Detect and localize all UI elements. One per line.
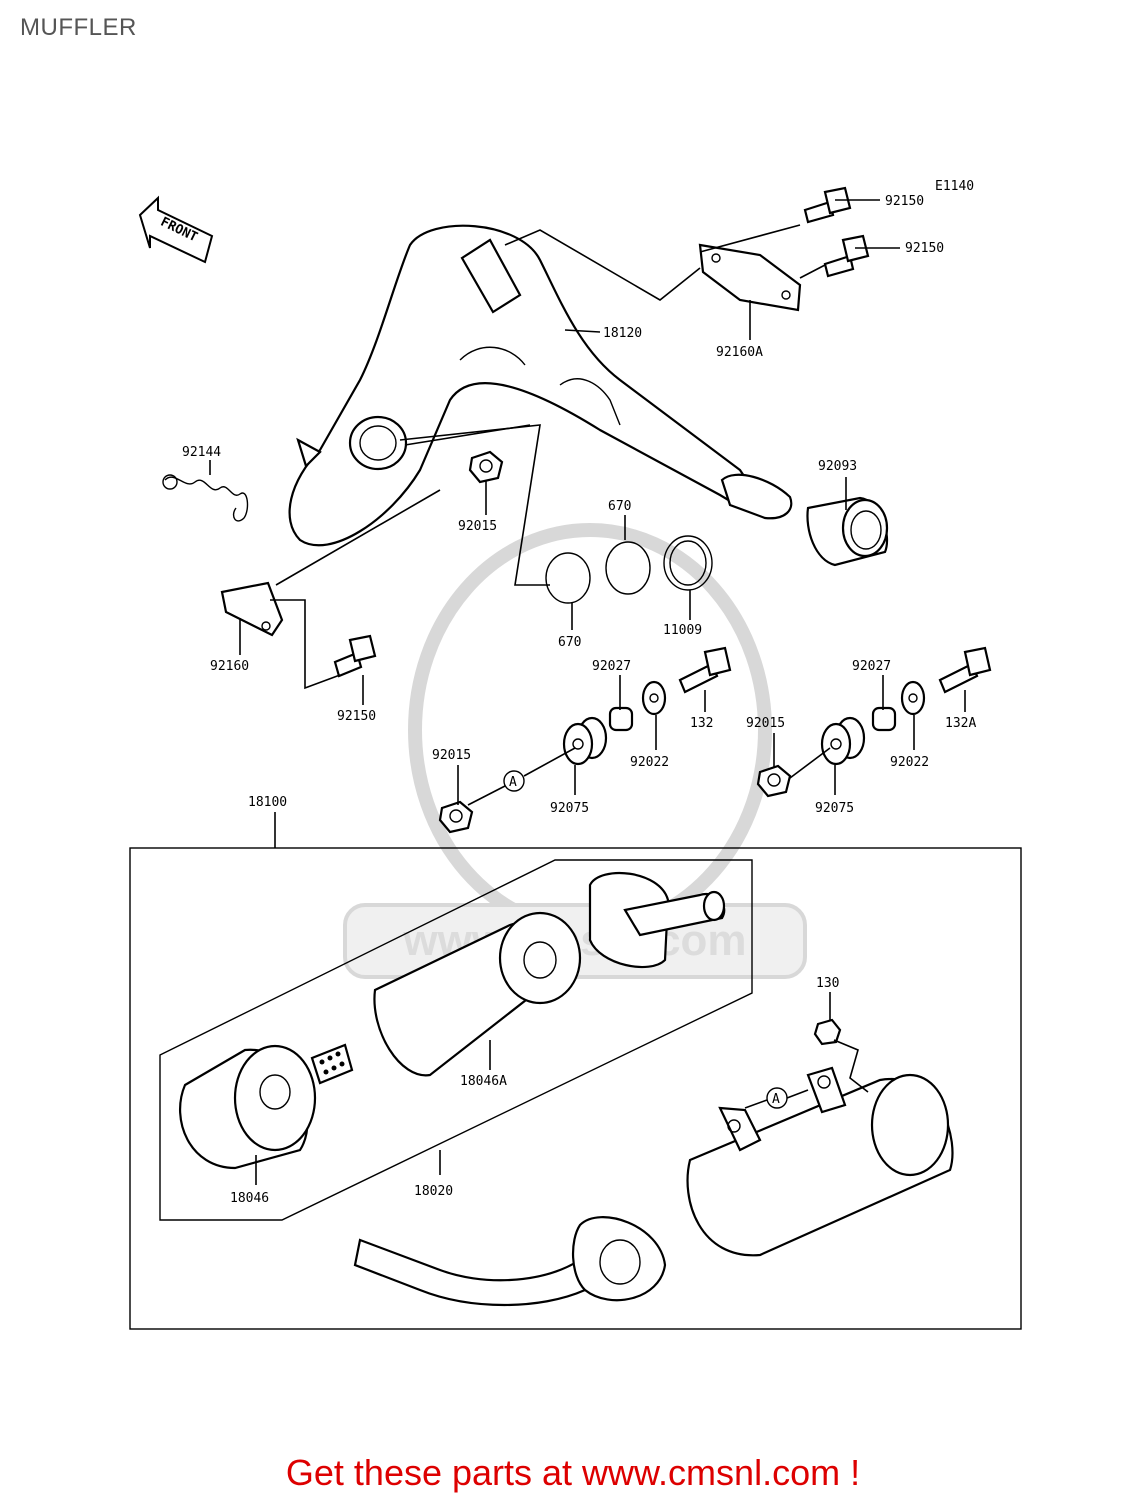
callout-92093: 92093 — [818, 459, 857, 474]
callout-92160A: 92160A — [716, 345, 763, 360]
callout-130: 130 — [816, 976, 839, 991]
reference-marker-a-2: A — [766, 1087, 788, 1109]
callout-92150: 92150 — [337, 709, 376, 724]
callout-92075: 92075 — [815, 801, 854, 816]
sleeve-92093 — [806, 496, 889, 567]
callout-92015: 92015 — [458, 519, 497, 534]
callout-92027: 92027 — [852, 659, 891, 674]
callout-92160: 92160 — [210, 659, 249, 674]
damper-92075-left — [562, 716, 608, 766]
callout-92022: 92022 — [630, 755, 669, 770]
packing-18046 — [179, 1044, 317, 1170]
bolt-92150-top — [803, 186, 852, 224]
nut-92015-left — [438, 800, 474, 834]
perforated-pipe — [310, 1043, 354, 1085]
nut-92015-top — [468, 450, 504, 484]
callout-92022: 92022 — [890, 755, 929, 770]
muffler-parts-diagram: www.cmsnl.com FRONT E1140 — [129, 179, 1022, 1330]
o-ring-670-right — [605, 541, 651, 595]
bolt-92150-middle — [823, 234, 870, 278]
callout-11009: 11009 — [663, 623, 702, 638]
washer-92022-right — [900, 680, 926, 716]
muffler-assembly-box — [129, 847, 1022, 1330]
callout-92015: 92015 — [432, 748, 471, 763]
damper-92075-right — [820, 716, 866, 766]
expansion-chamber — [288, 224, 793, 547]
page-title: MUFFLER — [20, 14, 137, 41]
end-cap — [588, 871, 726, 969]
muffler-body — [686, 1066, 954, 1257]
callout-132: 132 — [690, 716, 713, 731]
nut-92015-right — [756, 764, 792, 798]
callout-92150: 92150 — [885, 194, 924, 209]
collar-92027-left — [608, 706, 634, 732]
callout-132A: 132A — [945, 716, 976, 731]
o-ring-670-left — [545, 552, 591, 604]
collar-92027-right — [871, 706, 897, 732]
callout-92027: 92027 — [592, 659, 631, 674]
svg-text:A: A — [509, 775, 517, 790]
diagram-code: E1140 — [935, 179, 974, 194]
bracket-92160A — [698, 243, 802, 312]
bracket-92160 — [220, 581, 284, 637]
internal-parts-outline — [159, 859, 753, 1221]
reference-marker-a-1: A — [503, 770, 525, 792]
callout-92150: 92150 — [905, 241, 944, 256]
callout-92144: 92144 — [182, 445, 221, 460]
bolt-132A — [938, 646, 992, 694]
bolt-92150-lower — [333, 634, 377, 678]
callout-18046A: 18046A — [460, 1074, 507, 1089]
bolt-130 — [813, 1018, 842, 1046]
callout-18046: 18046 — [230, 1191, 269, 1206]
tail-pipe — [353, 1216, 667, 1307]
callout-670: 670 — [558, 635, 581, 650]
svg-text:A: A — [772, 1092, 780, 1107]
front-arrow-icon: FRONT — [138, 195, 214, 264]
washer-92022-left — [641, 680, 667, 716]
callout-18120: 18120 — [603, 326, 642, 341]
inner-tube-18046A — [373, 911, 582, 1077]
spring-92144 — [162, 474, 249, 522]
callout-92015: 92015 — [746, 716, 785, 731]
promo-footer-link[interactable]: Get these parts at www.cmsnl.com ! — [285, 1452, 861, 1493]
callout-670: 670 — [608, 499, 631, 514]
callout-18020: 18020 — [414, 1184, 453, 1199]
callout-18100: 18100 — [248, 795, 287, 810]
callout-92075: 92075 — [550, 801, 589, 816]
bolt-132 — [678, 646, 732, 694]
gasket-11009 — [663, 535, 713, 591]
leader-lines — [209, 199, 966, 1185]
